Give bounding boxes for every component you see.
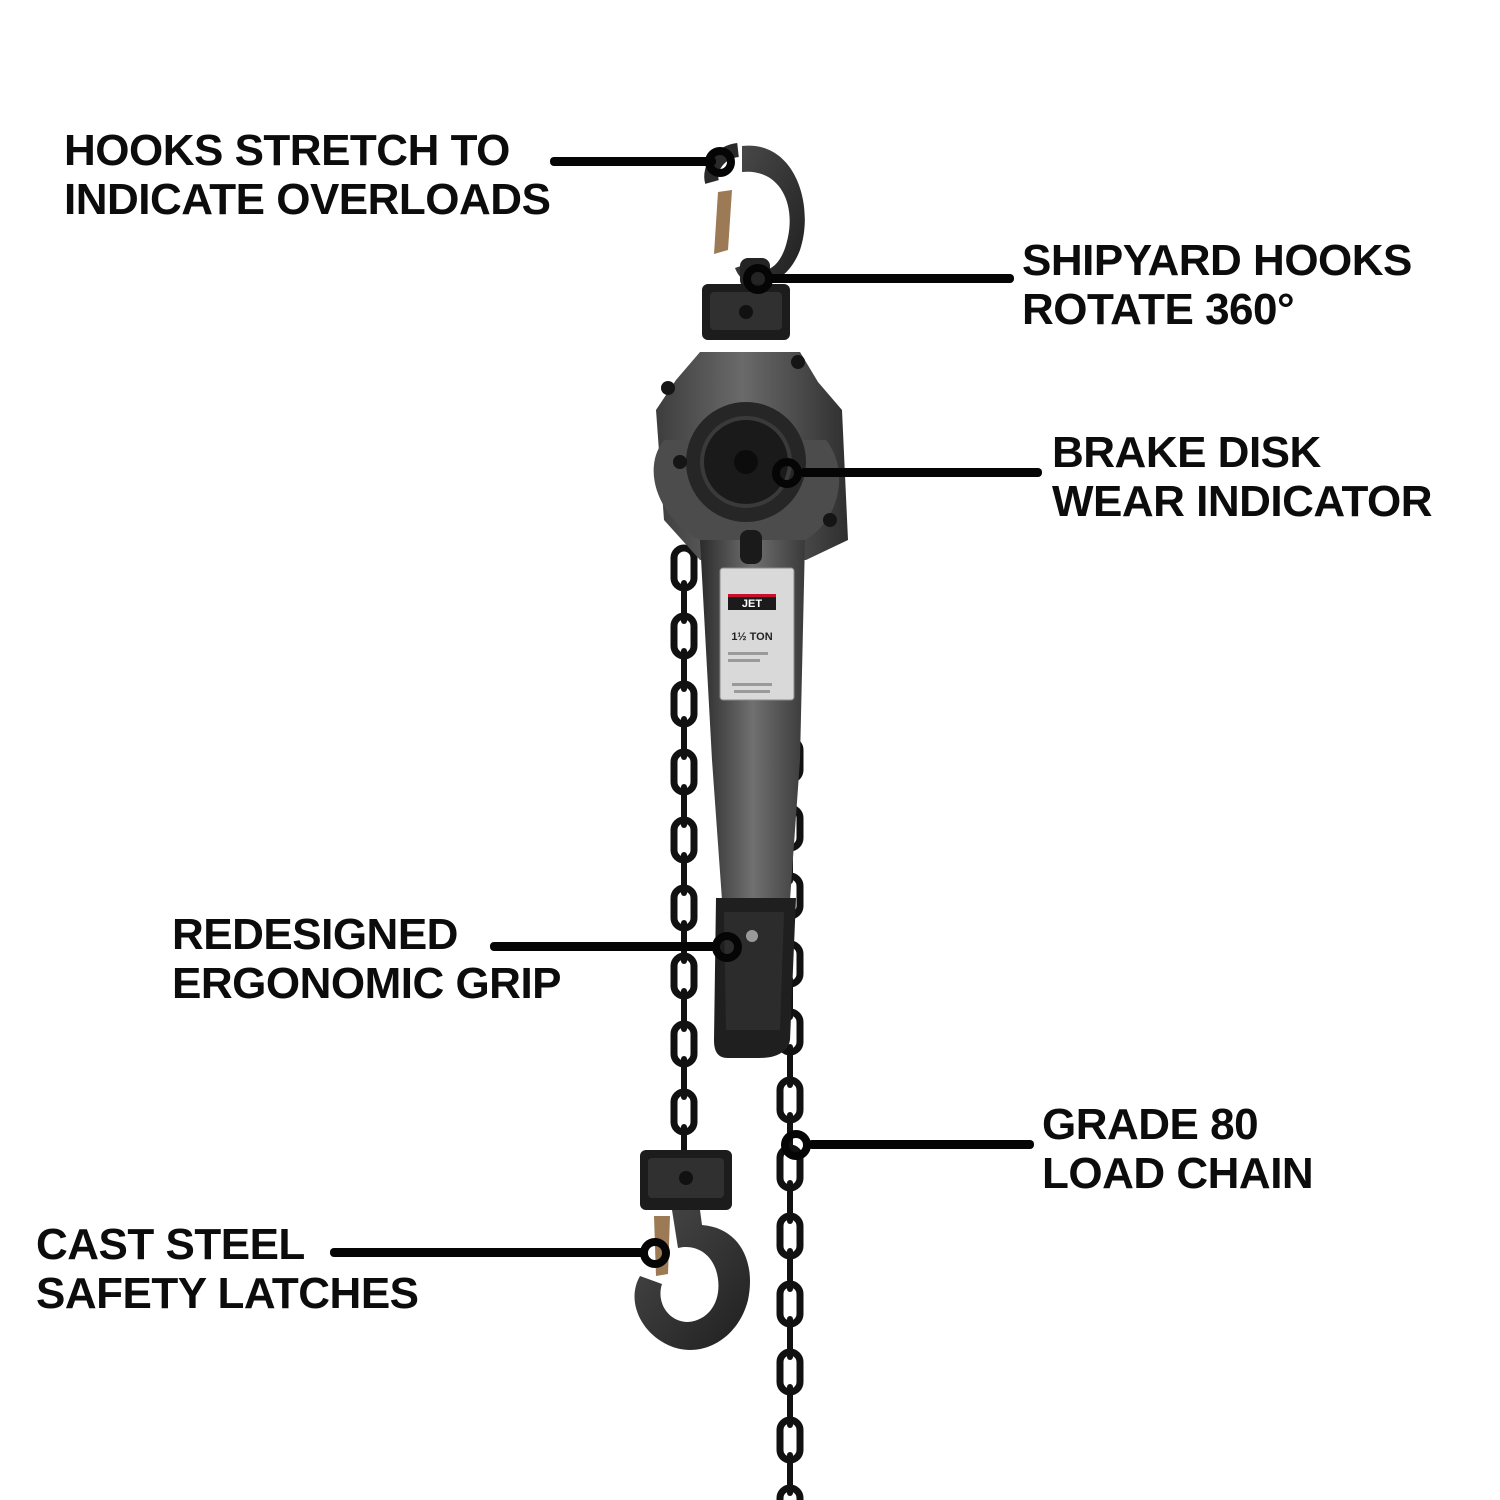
- nameplate-capacity: 1½ TON: [731, 631, 772, 643]
- callout-load-chain-line2: LOAD CHAIN: [1042, 1149, 1314, 1198]
- leader-brake-disk: [800, 468, 1042, 477]
- callout-brake-disk-line1: BRAKE DISK: [1052, 428, 1321, 477]
- callout-shipyard-hooks-line2: ROTATE 360°: [1022, 285, 1295, 334]
- callout-brake-disk-line2: WEAR INDICATOR: [1052, 477, 1433, 526]
- leader-load-chain: [808, 1140, 1034, 1149]
- marker-load-chain: [781, 1130, 811, 1160]
- callout-hooks-stretch: HOOKS STRETCH TO INDICATE OVERLOADS: [64, 126, 551, 224]
- leader-grip: [490, 942, 716, 951]
- bottom-swivel-block: [640, 1150, 732, 1210]
- leader-shipyard-hooks: [768, 274, 1014, 283]
- callout-hooks-stretch-line1: HOOKS STRETCH TO: [64, 126, 510, 175]
- leader-hooks-stretch: [550, 157, 716, 166]
- marker-hooks-stretch: [705, 147, 735, 177]
- callout-brake-disk: BRAKE DISK WEAR INDICATOR: [1052, 428, 1433, 526]
- marker-grip: [712, 932, 742, 962]
- hand-chain-left: [670, 544, 698, 1168]
- callout-grip-line2: ERGONOMIC GRIP: [172, 959, 562, 1008]
- marker-latches: [640, 1238, 670, 1268]
- top-hook-latch: [714, 190, 732, 254]
- callout-load-chain-line1: GRADE 80: [1042, 1100, 1259, 1149]
- ergonomic-grip: [714, 898, 796, 1058]
- marker-shipyard-hooks: [743, 264, 773, 294]
- top-swivel-block: [702, 284, 790, 340]
- callout-load-chain: GRADE 80 LOAD CHAIN: [1042, 1100, 1314, 1198]
- hoist-housing: [653, 352, 848, 560]
- callout-latches: CAST STEEL SAFETY LATCHES: [36, 1220, 419, 1318]
- callout-hooks-stretch-line2: INDICATE OVERLOADS: [64, 175, 551, 224]
- marker-brake-disk: [772, 458, 802, 488]
- nameplate-brand: JET: [742, 598, 762, 610]
- lever-arm: JET 1½ TON: [700, 530, 805, 1058]
- load-chain-link: [776, 1484, 804, 1500]
- callout-grip: REDESIGNED ERGONOMIC GRIP: [172, 910, 562, 1008]
- callout-latches-line1: CAST STEEL: [36, 1220, 305, 1269]
- callout-shipyard-hooks: SHIPYARD HOOKS ROTATE 360°: [1022, 236, 1412, 334]
- nameplate: JET 1½ TON: [719, 567, 795, 701]
- leader-latches: [330, 1248, 648, 1257]
- callout-shipyard-hooks-line1: SHIPYARD HOOKS: [1022, 236, 1412, 285]
- callout-latches-line2: SAFETY LATCHES: [36, 1269, 419, 1318]
- bottom-hook: [634, 1210, 751, 1350]
- callout-grip-line1: REDESIGNED: [172, 910, 458, 959]
